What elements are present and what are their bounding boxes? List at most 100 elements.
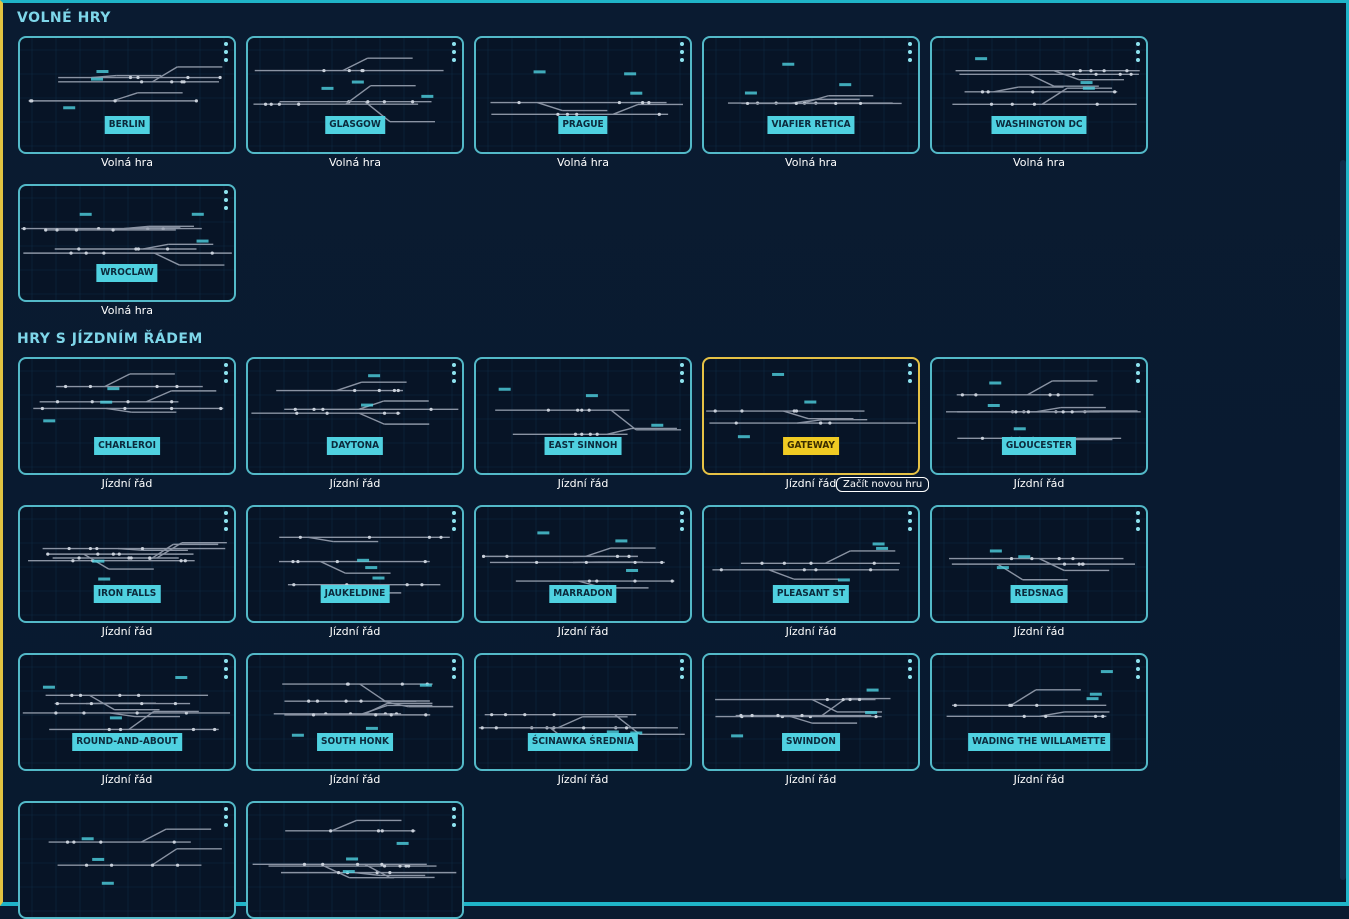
track-map-preview	[476, 507, 690, 621]
kebab-menu-icon[interactable]	[907, 363, 913, 383]
track-map-preview	[248, 655, 462, 769]
game-card[interactable]: PLEASANT ST	[702, 505, 920, 623]
kebab-menu-icon[interactable]	[451, 659, 457, 679]
game-mode-label: Volná hra	[474, 156, 692, 169]
kebab-menu-icon[interactable]	[451, 363, 457, 383]
game-mode-label: Jízdní řád	[930, 625, 1148, 638]
track-map-preview	[476, 655, 690, 769]
game-mode-label: Jízdní řád	[246, 477, 464, 490]
track-map-preview	[20, 38, 234, 152]
kebab-menu-icon[interactable]	[223, 807, 229, 827]
kebab-menu-icon[interactable]	[679, 659, 685, 679]
track-map-preview	[248, 507, 462, 621]
game-card-name: PLEASANT ST	[773, 585, 849, 603]
game-card[interactable]: WROCLAW	[18, 184, 236, 302]
game-card-name: VIAFIER RETICA	[767, 116, 854, 134]
game-card-name: SOUTH HONK	[317, 733, 393, 751]
track-map-preview	[932, 359, 1146, 473]
kebab-menu-icon[interactable]	[223, 190, 229, 210]
game-card[interactable]: BERLIN	[18, 36, 236, 154]
track-map-preview	[248, 38, 462, 152]
game-mode-label: Jízdní řád	[18, 773, 236, 786]
kebab-menu-icon[interactable]	[1135, 511, 1141, 531]
game-card[interactable]: REDSNAG	[930, 505, 1148, 623]
kebab-menu-icon[interactable]	[907, 511, 913, 531]
game-card-name: SWINDON	[782, 733, 840, 751]
track-map-preview	[704, 38, 918, 152]
kebab-menu-icon[interactable]	[451, 807, 457, 827]
game-card[interactable]	[18, 801, 236, 919]
track-map-preview	[704, 655, 918, 769]
kebab-menu-icon[interactable]	[679, 363, 685, 383]
kebab-menu-icon[interactable]	[907, 42, 913, 62]
game-card-name: GLASGOW	[325, 116, 385, 134]
kebab-menu-icon[interactable]	[679, 511, 685, 531]
game-mode-label: Jízdní řád	[246, 625, 464, 638]
new-game-tooltip: Začít novou hru	[836, 477, 929, 492]
game-card[interactable]: JAUKELDINE	[246, 505, 464, 623]
game-card[interactable]: VIAFIER RETICA	[702, 36, 920, 154]
kebab-menu-icon[interactable]	[907, 659, 913, 679]
game-card-name: DAYTONA	[327, 437, 383, 455]
game-card-name: CHARLEROI	[94, 437, 160, 455]
kebab-menu-icon[interactable]	[223, 511, 229, 531]
game-mode-label: Jízdní řád	[18, 477, 236, 490]
game-card[interactable]: EAST SINNOH	[474, 357, 692, 475]
kebab-menu-icon[interactable]	[223, 659, 229, 679]
kebab-menu-icon[interactable]	[1135, 659, 1141, 679]
game-card[interactable]: MARRADON	[474, 505, 692, 623]
track-map-preview	[704, 507, 918, 621]
game-card[interactable]: IRON FALLS	[18, 505, 236, 623]
game-card-name: GATEWAY	[783, 437, 839, 455]
game-card[interactable]	[246, 801, 464, 919]
game-card-name: MARRADON	[549, 585, 616, 603]
kebab-menu-icon[interactable]	[451, 42, 457, 62]
game-mode-label: Jízdní řád	[246, 773, 464, 786]
game-card-name: REDSNAG	[1011, 585, 1068, 603]
scrollbar[interactable]	[1340, 160, 1346, 880]
game-mode-label: Jízdní řád	[18, 625, 236, 638]
game-card[interactable]: ROUND-AND-ABOUT	[18, 653, 236, 771]
game-card-name: JAUKELDINE	[321, 585, 390, 603]
track-map-preview	[476, 38, 690, 152]
game-mode-label: Volná hra	[18, 304, 236, 317]
game-card[interactable]: WASHINGTON DC	[930, 36, 1148, 154]
game-mode-label: Volná hra	[702, 156, 920, 169]
kebab-menu-icon[interactable]	[223, 42, 229, 62]
game-mode-label: Jízdní řád	[474, 773, 692, 786]
kebab-menu-icon[interactable]	[1135, 42, 1141, 62]
game-card[interactable]: SWINDON	[702, 653, 920, 771]
track-map-preview	[20, 655, 234, 769]
game-mode-label: Jízdní řád	[930, 477, 1148, 490]
track-map-preview	[476, 359, 690, 473]
game-card-name: ŚCINAWKA ŚREDNIA	[528, 733, 638, 751]
game-card[interactable]: DAYTONA	[246, 357, 464, 475]
game-card[interactable]: WADING THE WILLAMETTE	[930, 653, 1148, 771]
kebab-menu-icon[interactable]	[679, 42, 685, 62]
kebab-menu-icon[interactable]	[1135, 363, 1141, 383]
game-card[interactable]: SOUTH HONK	[246, 653, 464, 771]
game-mode-label: Jízdní řád	[702, 625, 920, 638]
game-card[interactable]: PRAGUE	[474, 36, 692, 154]
game-card[interactable]: ŚCINAWKA ŚREDNIA	[474, 653, 692, 771]
game-mode-label: Volná hra	[18, 156, 236, 169]
game-card-name: GLOUCESTER	[1002, 437, 1076, 455]
track-map-preview	[704, 359, 918, 473]
track-map-preview	[248, 359, 462, 473]
game-card-name: WROCLAW	[96, 264, 157, 282]
game-card[interactable]: GATEWAY	[702, 357, 920, 475]
game-card[interactable]: GLASGOW	[246, 36, 464, 154]
game-card-name: PRAGUE	[558, 116, 607, 134]
track-map-preview	[932, 38, 1146, 152]
game-mode-label: Jízdní řád	[474, 477, 692, 490]
game-mode-label: Volná hra	[246, 156, 464, 169]
kebab-menu-icon[interactable]	[451, 511, 457, 531]
game-card[interactable]: GLOUCESTER	[930, 357, 1148, 475]
track-map-preview	[932, 655, 1146, 769]
section-title-free-games: Volné hry	[17, 10, 111, 26]
game-card[interactable]: CHARLEROI	[18, 357, 236, 475]
game-card-name: WADING THE WILLAMETTE	[968, 733, 1110, 751]
game-mode-label: Volná hra	[930, 156, 1148, 169]
kebab-menu-icon[interactable]	[223, 363, 229, 383]
track-map-preview	[20, 186, 234, 300]
